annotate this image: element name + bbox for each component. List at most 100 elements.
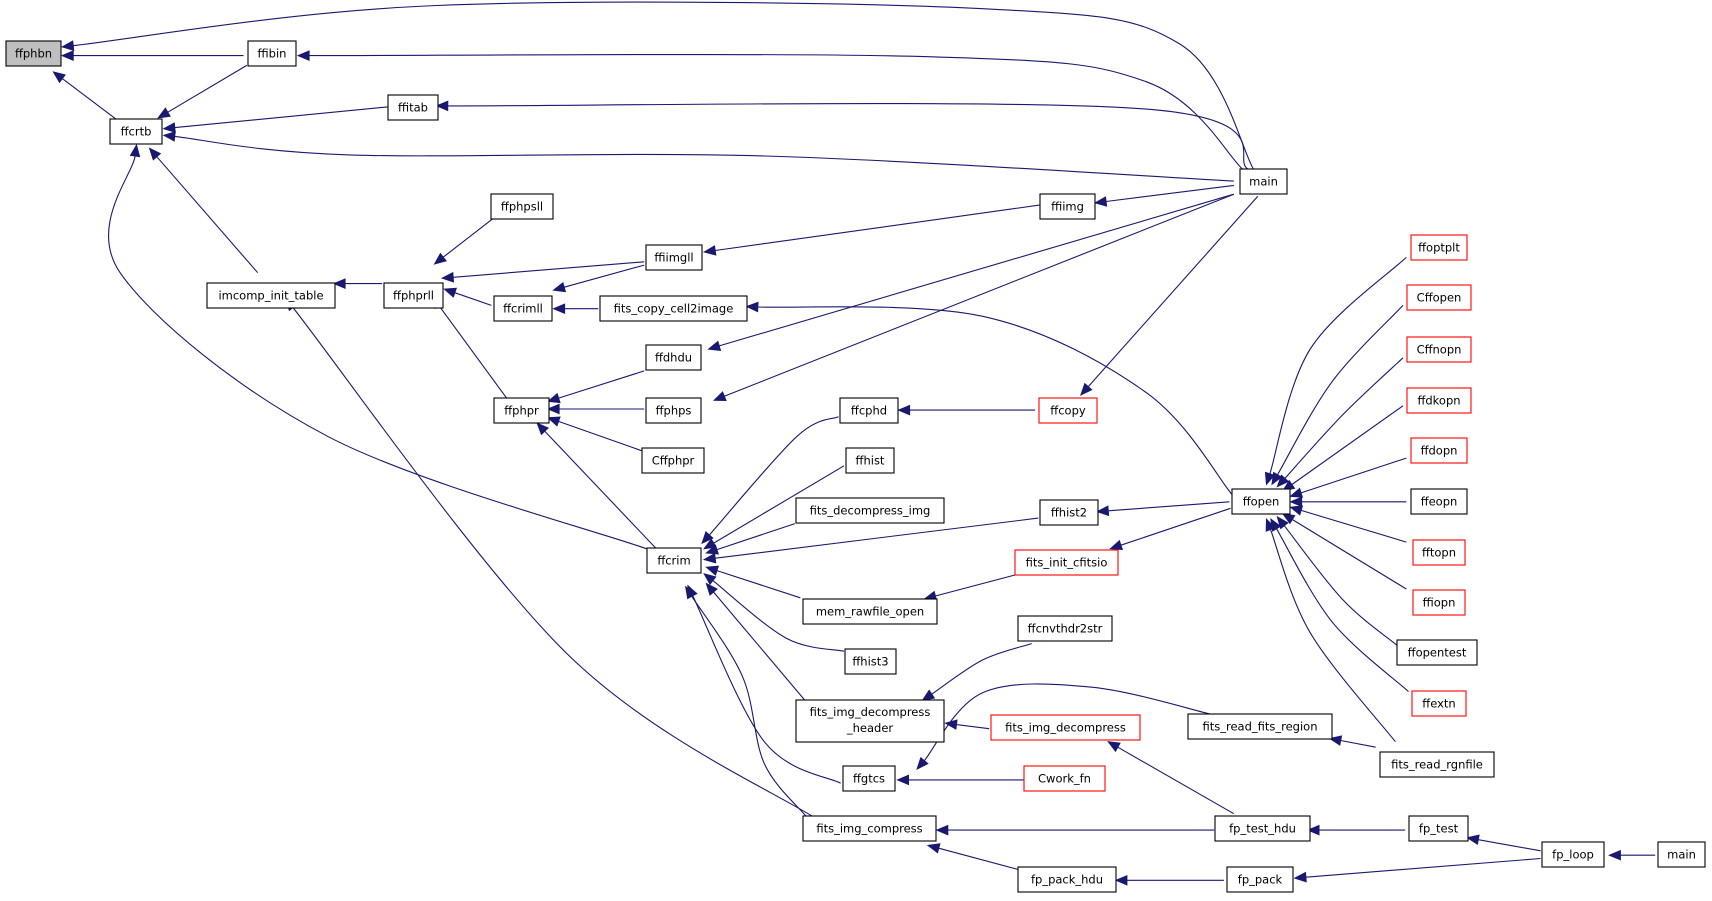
node-fits-read-fits-region[interactable]: fits_read_fits_region (1187, 713, 1333, 740)
node-label: Cffphpr (652, 454, 695, 468)
arrowhead-icon (52, 71, 66, 84)
node-label: fits_decompress_img (810, 504, 931, 518)
node-ffcrim[interactable]: ffcrim (646, 547, 702, 574)
node-box (387, 94, 439, 121)
node-ffibin[interactable]: ffibin (247, 40, 297, 67)
edge-fits_decompress_img-to-ffcrim (705, 523, 796, 555)
node-main2[interactable]: main (1657, 841, 1706, 868)
arrowhead-icon (1281, 513, 1296, 525)
node-cwork-fn[interactable]: Cwork_fn (1023, 765, 1106, 792)
edge-main1-to-ffiimg (1093, 184, 1234, 207)
arrowhead-icon (332, 278, 346, 289)
node-ffhist2[interactable]: ffhist2 (1039, 499, 1099, 526)
node-fftopn[interactable]: fftopn (1412, 539, 1466, 566)
node-label: ffextn (1422, 697, 1455, 711)
node-label: fits_init_cfitsio (1026, 556, 1108, 570)
edge-Cffnopn-to-ffopen (1276, 357, 1404, 488)
edge-line (935, 574, 1016, 597)
edge-line (442, 217, 494, 258)
edge-ffiimgll-to-ffcrimll (552, 264, 645, 293)
node-ffdkopn[interactable]: ffdkopn (1406, 387, 1472, 414)
arrowhead-icon (443, 287, 458, 298)
node-fits-read-rgnfile[interactable]: fits_read_rgnfile (1379, 751, 1495, 778)
node-ffoptplt[interactable]: ffoptplt (1410, 234, 1468, 261)
node-ffgtcs[interactable]: ffgtcs (842, 765, 896, 792)
node-ffhist3[interactable]: ffhist3 (844, 648, 897, 675)
edge-line (1292, 519, 1407, 590)
node-ffitab[interactable]: ffitab (387, 94, 439, 121)
node-ffphpr[interactable]: ffphpr (493, 397, 550, 424)
node-ffdhdu[interactable]: ffdhdu (645, 344, 702, 371)
node-ffhist[interactable]: ffhist (845, 447, 895, 474)
node-ffphbn[interactable]: ffphbn (5, 40, 62, 67)
node-ffiimg[interactable]: ffiimg (1039, 193, 1096, 220)
node-box (1039, 193, 1096, 220)
edge-line (1300, 509, 1407, 543)
node-ffopentest[interactable]: ffopentest (1396, 639, 1478, 666)
node-ffphps[interactable]: ffphps (645, 397, 702, 424)
edge-line (713, 465, 845, 544)
node-label: fp_test (1419, 822, 1459, 836)
node-label: ffitab (398, 101, 428, 115)
arrowhead-icon (705, 544, 720, 555)
node-cffphpr[interactable]: Cffphpr (641, 447, 705, 474)
edge-line (1120, 507, 1231, 546)
node-ffcnvthdr2str[interactable]: ffcnvthdr2str (1017, 615, 1113, 642)
node-cffopen[interactable]: Cffopen (1406, 284, 1472, 311)
node-ffopen[interactable]: ffopen (1231, 488, 1291, 515)
node-mem-rawfile-open[interactable]: mem_rawfile_open (802, 598, 938, 625)
node-ffcrtb[interactable]: ffcrtb (109, 118, 163, 145)
node-imcomp-init-table[interactable]: imcomp_init_table (206, 282, 336, 309)
node-fits-copy-cell2image[interactable]: fits_copy_cell2image (599, 295, 748, 322)
edge-line (713, 591, 807, 702)
node-label: ffphbn (15, 47, 52, 61)
node-fits-decompress-img[interactable]: fits_decompress_img (795, 497, 945, 524)
node-main1[interactable]: main (1239, 168, 1288, 195)
node-label: ffcnvthdr2str (1028, 622, 1103, 636)
node-fits-img-decompress-header[interactable]: fits_img_decompress_header (795, 699, 945, 743)
edge-line (708, 416, 839, 536)
arrowhead-icon (1289, 505, 1304, 516)
node-fits-init-cfitsio[interactable]: fits_init_cfitsio (1014, 549, 1119, 576)
node-ffphprll[interactable]: ffphprll (383, 282, 444, 309)
node-ffcrimll[interactable]: ffcrimll (493, 295, 553, 322)
node-fits-img-compress[interactable]: fits_img_compress (802, 815, 937, 842)
edge-line (956, 724, 990, 730)
node-fits-img-decompress[interactable]: fits_img_decompress (990, 714, 1141, 741)
node-label: ffopen (1243, 495, 1280, 509)
node-ffiopn[interactable]: ffiopn (1412, 589, 1466, 616)
arrowhead-icon (546, 403, 560, 415)
edge-main2-to-fp_loop (1608, 849, 1656, 861)
node-ffeopn[interactable]: ffeopn (1410, 488, 1468, 515)
node-cffnopn[interactable]: Cffnopn (1406, 336, 1472, 363)
edge-line (174, 135, 1234, 182)
edge-ffiopn-to-ffopen (1281, 513, 1407, 590)
node-box (1017, 866, 1117, 893)
edge-fits_read_rgnfile-to-ffopen (1265, 517, 1396, 743)
node-fp-loop[interactable]: fp_loop (1541, 841, 1605, 868)
node-fp-test-hdu[interactable]: fp_test_hdu (1214, 815, 1311, 842)
edge-fits_copy_cell2image-to-ffcrimll (552, 303, 599, 315)
node-ffdopn[interactable]: ffdopn (1410, 437, 1468, 464)
node-label: Cwork_fn (1038, 772, 1091, 786)
node-ffextn[interactable]: ffextn (1411, 690, 1467, 717)
node-label: ffgtcs (853, 772, 885, 786)
node-fp-test[interactable]: fp_test (1408, 815, 1469, 842)
edge-fp_loop-to-fp_test (1466, 834, 1541, 852)
node-fp-pack-hdu[interactable]: fp_pack_hdu (1017, 866, 1117, 893)
node-ffiimgll[interactable]: ffiimgll (645, 244, 703, 271)
arrowhead-icon (1276, 474, 1290, 488)
node-box (802, 598, 938, 625)
node-ffcphd[interactable]: ffcphd (839, 397, 899, 424)
edge-ffcrim-to-ffphpr (536, 422, 659, 552)
node-ffcopy[interactable]: ffcopy (1038, 397, 1098, 424)
arrowhead-icon (546, 416, 561, 427)
node-box (1406, 336, 1472, 363)
arrowhead-icon (148, 147, 162, 161)
edge-ffcrimll-to-ffphprll (443, 287, 492, 306)
node-ffphpsll[interactable]: ffphpsll (490, 193, 554, 220)
node-fp-pack[interactable]: fp_pack (1226, 866, 1294, 893)
edge-fits_img_decompress_header-to-ffcrim (705, 582, 807, 702)
node-label: main (1667, 848, 1696, 862)
